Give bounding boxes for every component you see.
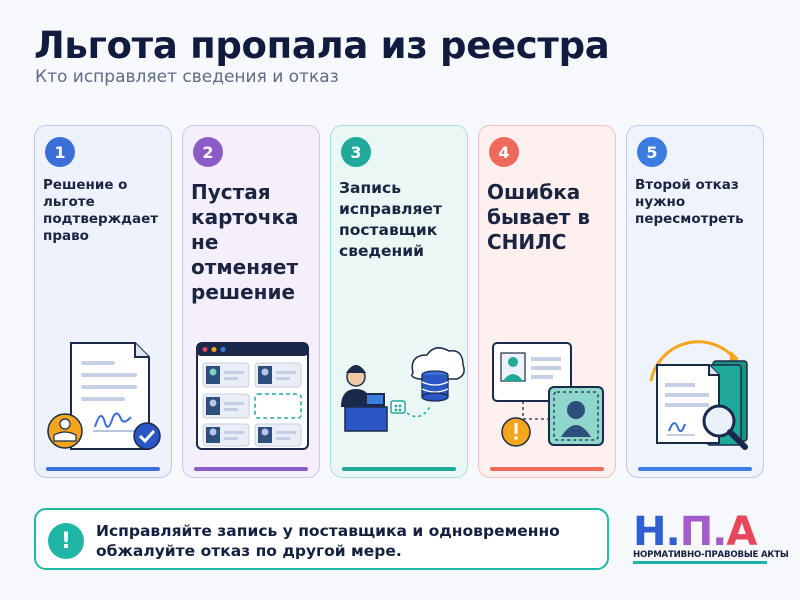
accent-bar: [490, 467, 604, 471]
step-number-badge: 3: [341, 137, 371, 167]
accent-bar: [342, 467, 456, 471]
document-signature-icon: [47, 342, 161, 450]
step-number-badge: 4: [489, 137, 519, 167]
logo-dot: .: [712, 509, 727, 555]
tip-box: ! Исправляйте запись у поставщика и одно…: [34, 508, 609, 570]
logo-letter: Н: [633, 509, 666, 555]
step-number-badge: 2: [193, 137, 223, 167]
step-card-5: 5 Второй отказ нужно пересмотреть: [626, 125, 764, 478]
page-subtitle: Кто исправляет сведения и отказ: [35, 67, 339, 87]
accent-bar: [194, 467, 308, 471]
step-card-3: 3 Запись исправляет поставщик сведений: [330, 125, 468, 478]
id-card-warning-icon: [492, 342, 604, 447]
step-text: Второй отказ нужно пересмотреть: [635, 177, 744, 227]
step-card-2: 2 Пустая карточка не отменяет решение: [182, 125, 320, 478]
tip-text: Исправляйте запись у поставщика и одновр…: [96, 522, 560, 560]
logo-dot: .: [665, 509, 680, 555]
logo-caption: НОРМАТИВНО-ПРАВОВЫЕ АКТЫ: [633, 550, 789, 564]
step-text: Пустая карточка не отменяет решение: [191, 180, 299, 304]
exclamation-icon: !: [48, 523, 84, 559]
logo-letter: А: [726, 509, 757, 555]
step-text: Ошибка бывает в СНИЛС: [487, 180, 590, 254]
step-text: Решение о льготе подтверждает право: [43, 177, 159, 244]
step-card-4: 4 Ошибка бывает в СНИЛС: [478, 125, 616, 478]
step-text: Запись исправляет поставщик сведений: [339, 179, 442, 260]
step-number-badge: 5: [637, 137, 667, 167]
step-number-badge: 1: [45, 137, 75, 167]
accent-bar: [638, 467, 752, 471]
registry-window-icon: [196, 342, 309, 450]
operator-database-icon: [341, 347, 465, 432]
npa-logo: Н.П.А НОРМАТИВНО-ПРАВОВЫЕ АКТЫ: [633, 509, 789, 568]
accent-bar: [46, 467, 160, 471]
step-card-1: 1 Решение о льготе подтверждает право: [34, 125, 172, 478]
page-title: Льгота пропала из реестра: [34, 24, 610, 67]
document-review-icon: [649, 340, 748, 450]
logo-letter: П: [679, 509, 713, 555]
